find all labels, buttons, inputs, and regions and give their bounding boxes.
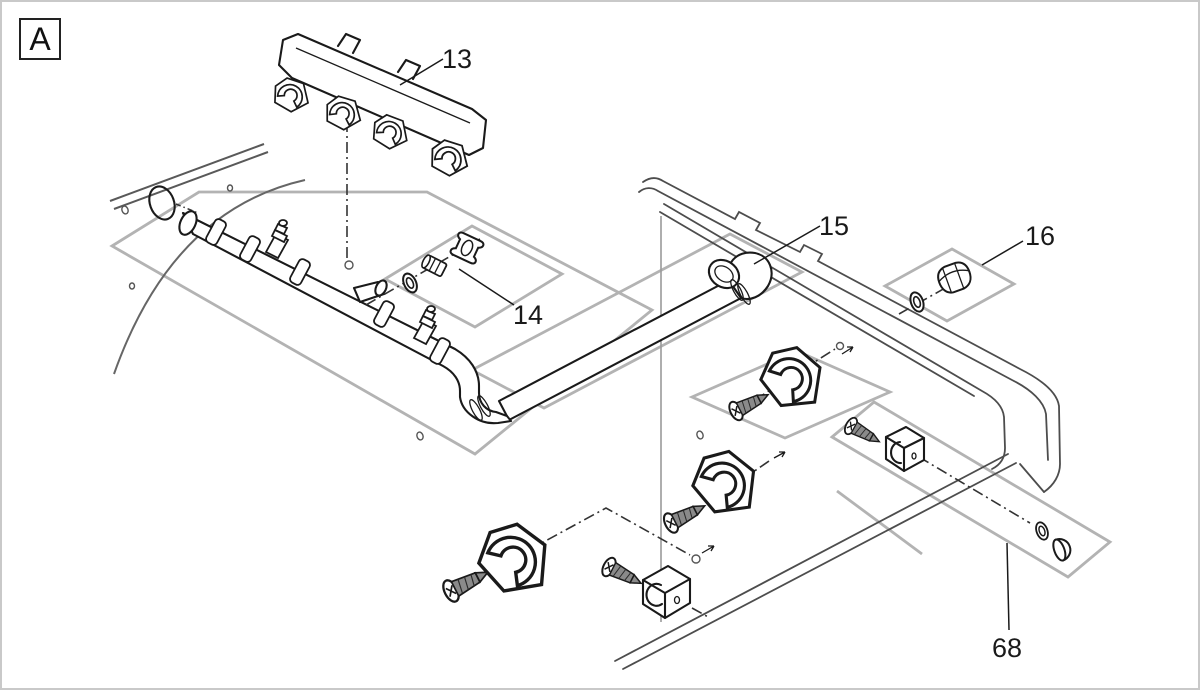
view-label-box: A [19, 18, 61, 60]
pipe-ring [730, 279, 744, 301]
rail-outer-edge [642, 177, 1061, 493]
part-68-clip-group [841, 414, 1072, 562]
washer [399, 270, 421, 296]
labels: 13 14 15 16 68 [399, 44, 1055, 663]
block-clip [641, 564, 692, 620]
screw [598, 554, 647, 594]
tray-frame [614, 177, 1061, 670]
part-label-16: 16 [1025, 221, 1055, 251]
block-clip [884, 425, 926, 473]
part-label-13: 13 [442, 44, 472, 74]
part-label-14: 14 [513, 300, 543, 330]
tray-corner-join [1019, 463, 1045, 493]
panel-part14 [382, 224, 565, 329]
bracket-tabs [336, 32, 422, 81]
housing-wall-lines [109, 143, 306, 375]
part68-axis [918, 456, 1031, 524]
leader-line-13 [399, 58, 444, 86]
rail-inner-lip2 [659, 211, 975, 397]
screw [660, 495, 711, 537]
small-hole [226, 184, 234, 192]
t-branch-opening [374, 279, 388, 297]
pipe-collar [429, 337, 451, 365]
pipe-clip [751, 334, 837, 422]
hole-axis [175, 203, 199, 214]
pipe-ring [469, 399, 483, 421]
wall-hole [148, 185, 176, 221]
cap-nut [1052, 538, 1072, 562]
washer [1032, 519, 1052, 543]
direction-arrow [773, 451, 786, 459]
lid-arc [113, 179, 306, 375]
manifold-pipe-assembly [178, 210, 513, 425]
part-16-nut-group [898, 261, 972, 315]
mount-hole [835, 341, 845, 351]
leader-line-14 [458, 268, 515, 306]
direction-arrow [701, 545, 715, 554]
view-label: A [29, 21, 51, 57]
panel-part16 [882, 247, 1017, 323]
hex-nut [937, 261, 972, 294]
clip-screw-group-right [416, 430, 786, 537]
leader-line-68 [1006, 542, 1010, 631]
tray-bottom-edges [614, 453, 1017, 670]
panel-mid-clip [688, 349, 894, 440]
clip-screw-group-left [438, 507, 715, 608]
rail-second-edge [638, 187, 1049, 461]
small-hole [121, 205, 129, 215]
small-hole [696, 430, 704, 440]
background-panels [109, 190, 1113, 579]
pipe-ring [737, 283, 751, 305]
part-label-15: 15 [819, 211, 849, 241]
screw [841, 414, 885, 451]
direction-arrow [841, 346, 854, 355]
clip-screw-group-mid [725, 334, 854, 424]
pipe-collar [373, 300, 395, 328]
leader-line-15 [753, 225, 821, 265]
small-hole [128, 282, 136, 290]
part-13-bracket [267, 32, 488, 182]
pipe-collar [239, 235, 261, 263]
rail-inner-lip [663, 203, 1006, 470]
wall-edge [109, 143, 269, 210]
part-14-fitting-group [365, 231, 485, 306]
manifold-body [181, 211, 513, 425]
small-hole [416, 431, 424, 441]
pipe-ring [477, 395, 491, 417]
panel-part68 [829, 400, 1113, 579]
part-label-68: 68 [992, 633, 1022, 663]
valve-stub [265, 219, 289, 259]
clip-screw-group-center [598, 554, 711, 620]
insert [421, 254, 448, 277]
axis-end-hook [344, 260, 354, 270]
bracket-bar [277, 32, 488, 157]
panel-manifold [109, 190, 655, 456]
clip-axis [707, 458, 773, 504]
pipe-collar [205, 218, 227, 246]
pipe-clip [466, 509, 565, 608]
bracket-face-line [295, 47, 471, 124]
view-label-frame [19, 18, 61, 60]
screw [725, 384, 774, 424]
pipe-15 [497, 251, 773, 422]
mount-hole [691, 554, 701, 564]
pipe-collar [289, 258, 311, 286]
cap-nut-14 [449, 231, 485, 265]
manifold-open-end [178, 210, 198, 236]
leader-line-16 [981, 240, 1024, 266]
